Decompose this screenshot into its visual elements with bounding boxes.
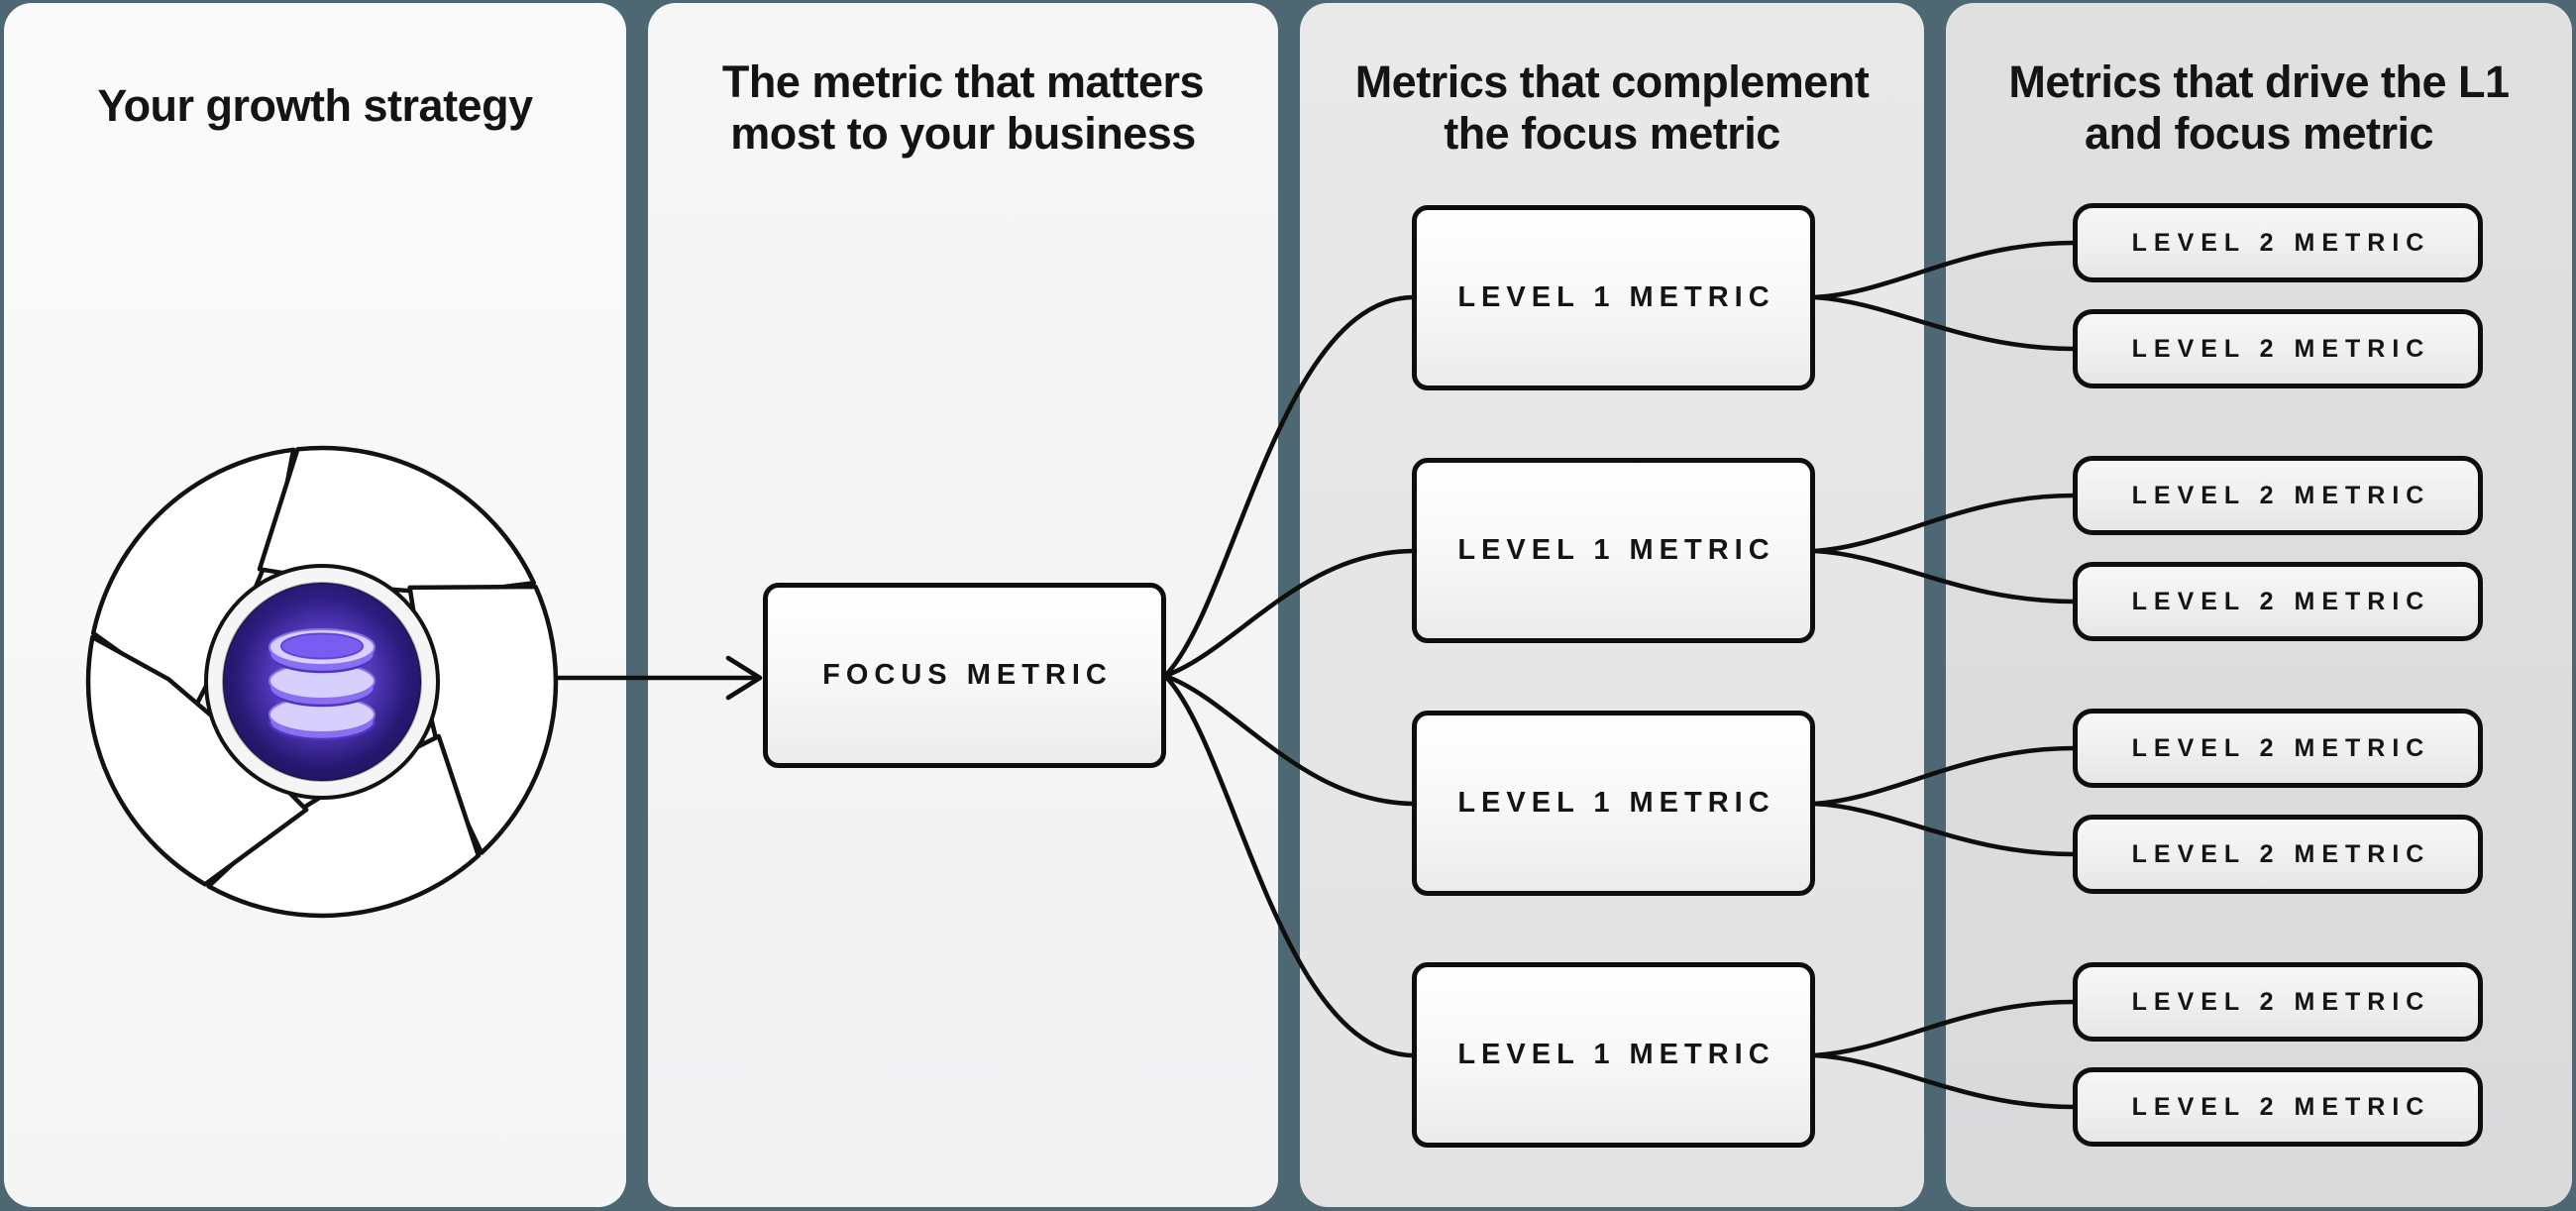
level2-metric-box: LEVEL 2 METRIC xyxy=(2073,456,2483,535)
level1-metric-box: LEVEL 1 METRIC xyxy=(1412,205,1815,390)
panel-title-line: Metrics that complement xyxy=(1354,56,1870,107)
level1-metric-box: LEVEL 1 METRIC xyxy=(1412,458,1815,643)
level2-metric-label: LEVEL 2 METRIC xyxy=(2131,839,2431,868)
panel-title-line: Metrics that drive the L1 xyxy=(2008,56,2510,107)
wire-focus-l1 xyxy=(1164,673,1414,807)
panel-title: Metrics that complement the focus metric xyxy=(1300,56,1924,160)
wire-focus-l1 xyxy=(1163,674,1414,1058)
level2-metric-label: LEVEL 2 METRIC xyxy=(2131,587,2431,615)
wire-l1-l2 xyxy=(1813,294,2075,352)
growth-flywheel-icon xyxy=(74,434,570,930)
wire-l1-l2 xyxy=(1813,493,2075,554)
level2-metric-label: LEVEL 2 METRIC xyxy=(2131,1092,2431,1121)
focus-metric-label: FOCUS METRIC xyxy=(822,659,1113,691)
wire-l1-l2 xyxy=(1813,548,2075,605)
panel-title-line: The metric that matters xyxy=(721,56,1205,107)
panel-title-line: Your growth strategy xyxy=(97,80,533,131)
level1-metric-label: LEVEL 1 METRIC xyxy=(1457,787,1775,819)
panel-title-line: the focus metric xyxy=(1444,108,1780,159)
focus-metric-box: FOCUS METRIC xyxy=(763,583,1166,768)
level2-metric-label: LEVEL 2 METRIC xyxy=(2131,987,2431,1016)
database-icon xyxy=(237,597,407,767)
level2-metric-box: LEVEL 2 METRIC xyxy=(2073,815,2483,894)
panel-title: The metric that matters most to your bus… xyxy=(648,56,1278,160)
panel-title-line: most to your business xyxy=(730,108,1196,159)
level2-metric-box: LEVEL 2 METRIC xyxy=(2073,562,2483,641)
panel-title: Metrics that drive the L1 and focus metr… xyxy=(1946,56,2572,160)
wire-l1-l2 xyxy=(1813,801,2075,857)
level2-metric-box: LEVEL 2 METRIC xyxy=(2073,309,2483,388)
wire-l1-l2 xyxy=(1813,240,2075,300)
wire-l1-l2 xyxy=(1813,1052,2075,1110)
level2-metric-box: LEVEL 2 METRIC xyxy=(2073,1067,2483,1147)
wire-l1-l2 xyxy=(1813,999,2075,1058)
level1-metric-box: LEVEL 1 METRIC xyxy=(1412,711,1815,896)
panel-focus-metric: The metric that matters most to your bus… xyxy=(648,3,1278,1207)
wire-focus-l1 xyxy=(1164,548,1414,679)
level2-metric-label: LEVEL 2 METRIC xyxy=(2131,334,2431,363)
arrow-head xyxy=(725,655,763,701)
level2-metric-box: LEVEL 2 METRIC xyxy=(2073,203,2483,282)
level2-metric-label: LEVEL 2 METRIC xyxy=(2131,733,2431,762)
panel-title-line: and focus metric xyxy=(2084,108,2434,159)
level2-metric-label: LEVEL 2 METRIC xyxy=(2131,228,2431,257)
wire-focus-l1 xyxy=(1163,294,1414,678)
level2-metric-box: LEVEL 2 METRIC xyxy=(2073,962,2483,1042)
panel-title: Your growth strategy xyxy=(4,80,626,132)
level1-metric-label: LEVEL 1 METRIC xyxy=(1457,1039,1775,1070)
level2-metric-label: LEVEL 2 METRIC xyxy=(2131,481,2431,509)
level1-metric-label: LEVEL 1 METRIC xyxy=(1457,534,1775,566)
level1-metric-box: LEVEL 1 METRIC xyxy=(1412,962,1815,1148)
level1-metric-label: LEVEL 1 METRIC xyxy=(1457,281,1775,313)
wire-l1-l2 xyxy=(1813,745,2075,807)
level2-metric-box: LEVEL 2 METRIC xyxy=(2073,709,2483,788)
